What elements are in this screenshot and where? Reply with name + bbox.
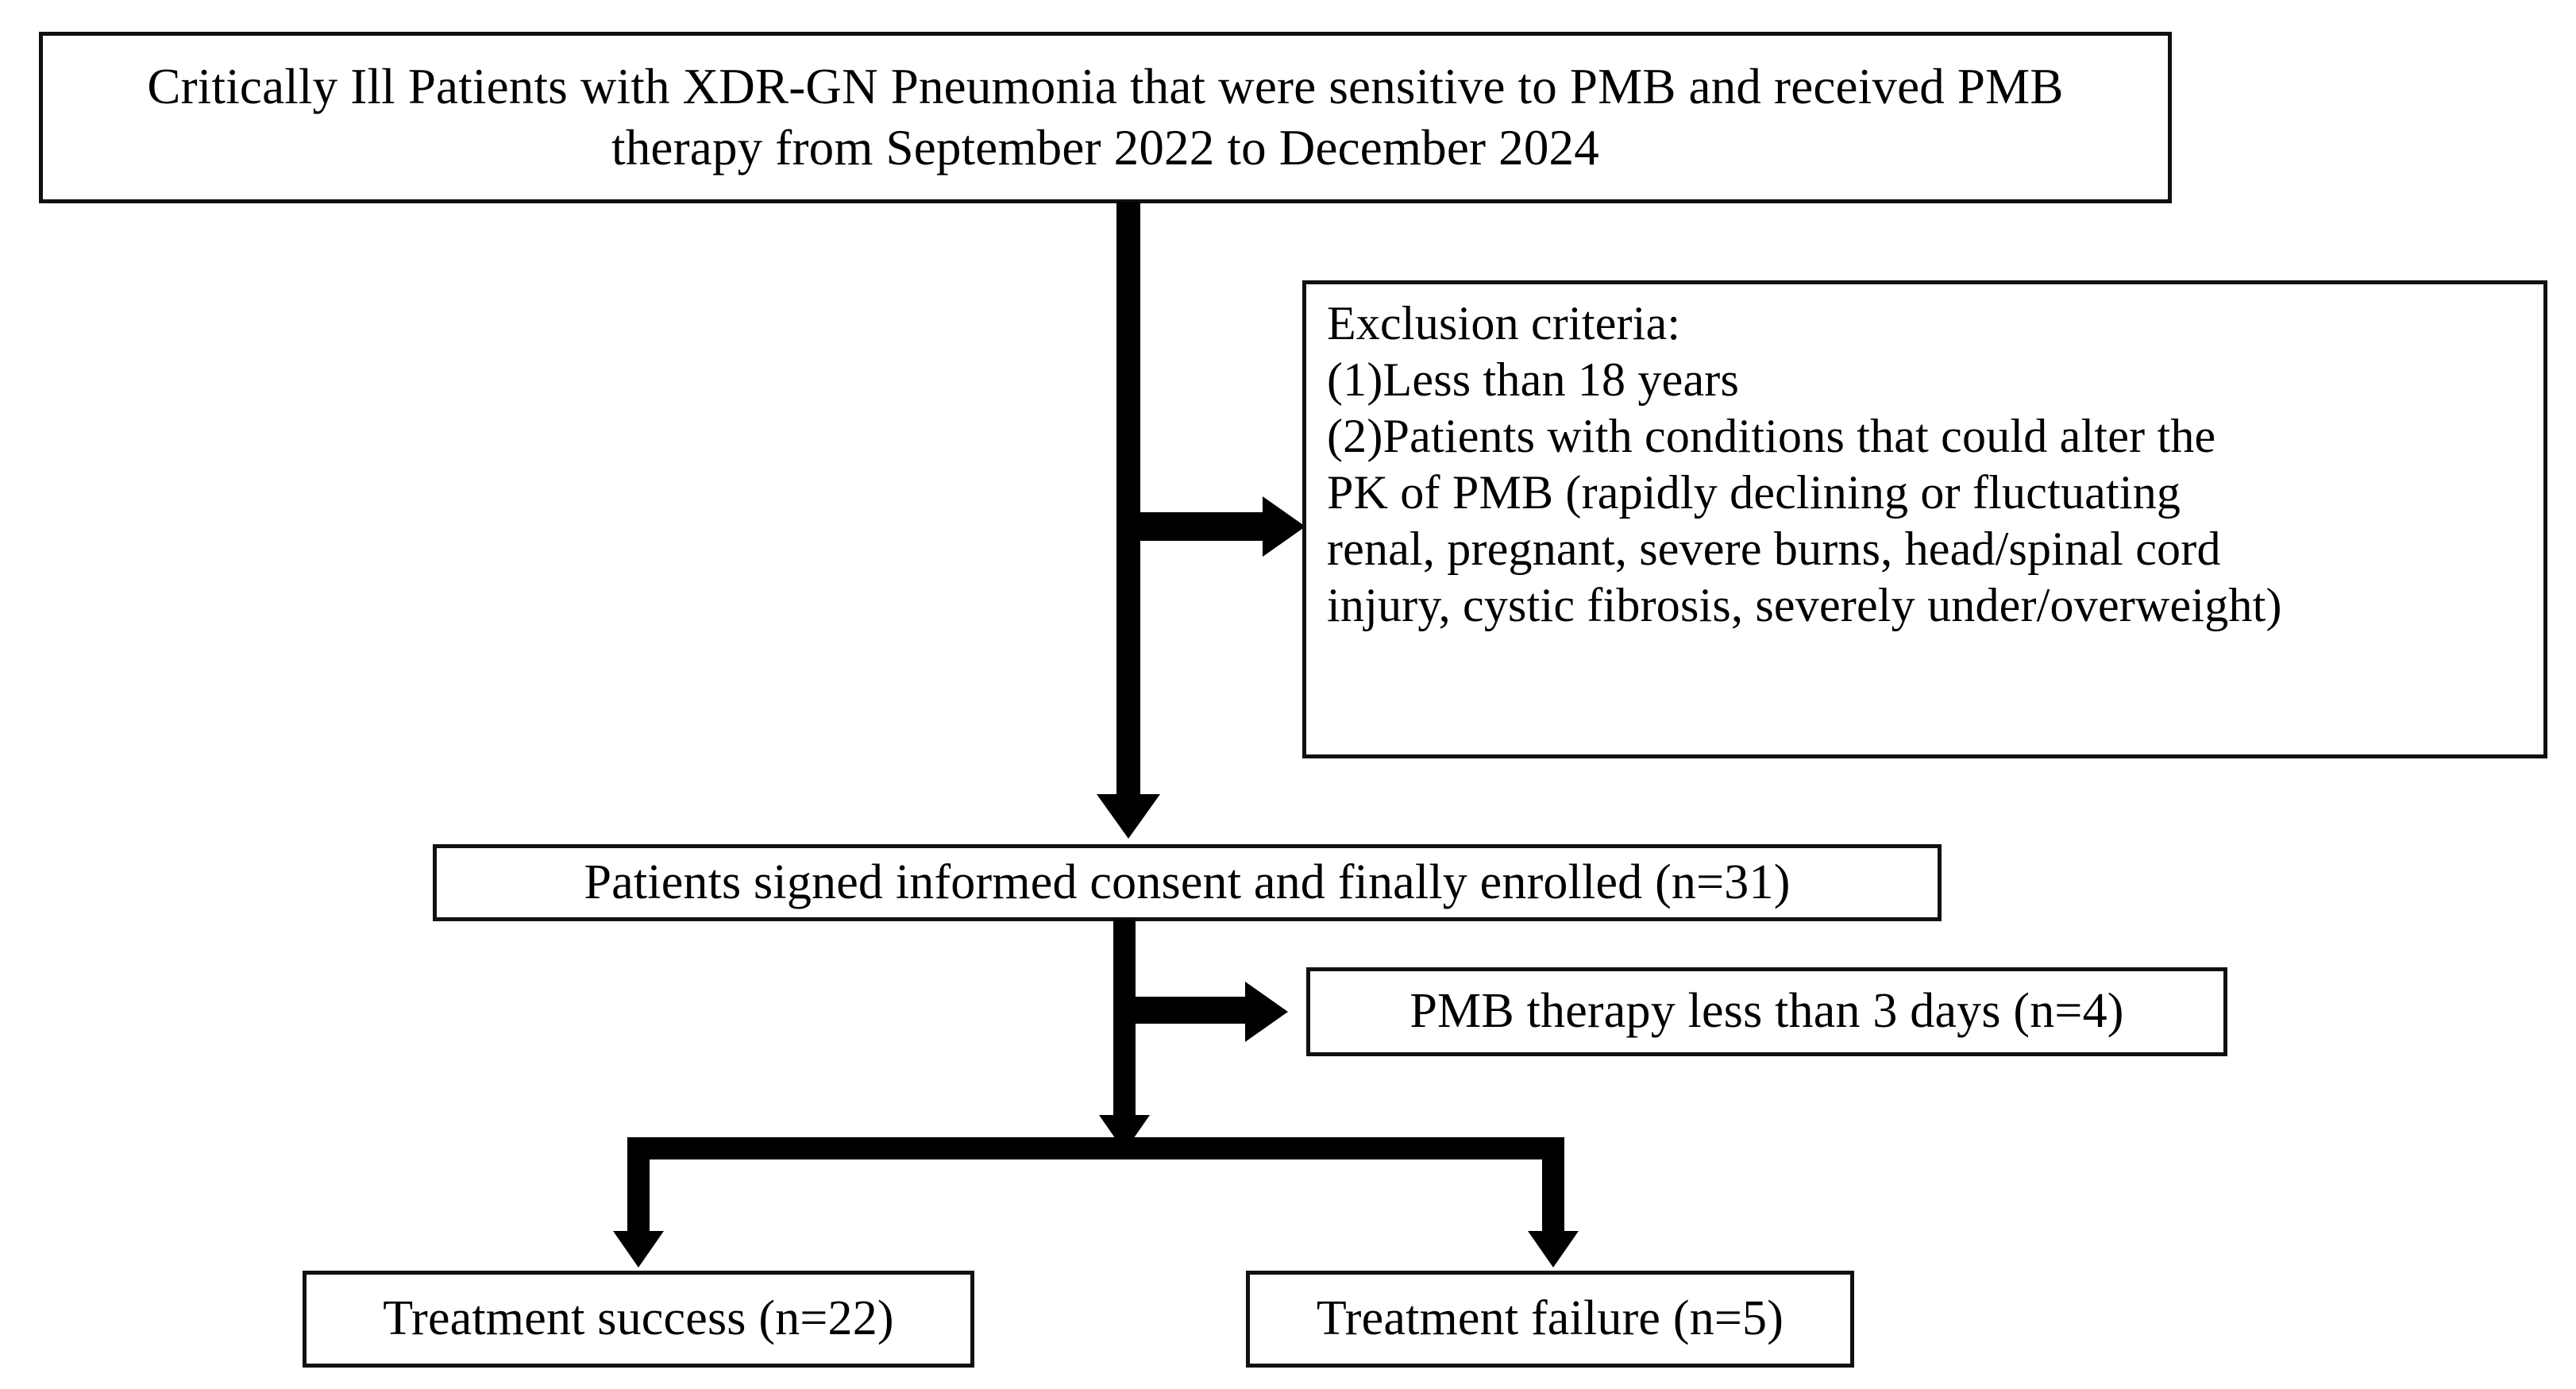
connector-source-to-enrolled-stem bbox=[1116, 202, 1140, 796]
node-short-therapy-excluded: PMB therapy less than 3 days (n=4) bbox=[1306, 967, 2227, 1056]
node-source-population: Critically Ill Patients with XDR-GN Pneu… bbox=[39, 32, 2172, 203]
connector-split-leg-left bbox=[627, 1137, 650, 1236]
arrowhead-down-to-enrolled bbox=[1097, 794, 1160, 839]
arrowhead-right-to-exclusion bbox=[1263, 496, 1305, 557]
arrowhead-right-to-short-therapy bbox=[1245, 982, 1288, 1042]
connector-to-short-therapy-stem bbox=[1136, 997, 1247, 1024]
node-enrolled-patients-label: Patients signed informed consent and fin… bbox=[584, 855, 1791, 909]
node-source-population-label: Critically Ill Patients with XDR-GN Pneu… bbox=[147, 59, 2064, 176]
connector-enrolled-to-split-stem bbox=[1113, 920, 1136, 1131]
node-short-therapy-excluded-label: PMB therapy less than 3 days (n=4) bbox=[1409, 984, 2124, 1039]
arrowhead-down-to-treatment-failure bbox=[1528, 1231, 1579, 1267]
node-exclusion-criteria: Exclusion criteria: (1)Less than 18 year… bbox=[1302, 280, 2547, 758]
node-treatment-failure-label: Treatment failure (n=5) bbox=[1316, 1291, 1784, 1346]
node-enrolled-patients: Patients signed informed consent and fin… bbox=[433, 844, 1942, 921]
node-treatment-success: Treatment success (n=22) bbox=[303, 1271, 974, 1368]
node-exclusion-criteria-label: Exclusion criteria: (1)Less than 18 year… bbox=[1327, 297, 2282, 632]
arrowhead-down-to-treatment-success bbox=[613, 1231, 664, 1267]
connector-to-exclusion-stem bbox=[1140, 512, 1264, 541]
connector-split-bar bbox=[627, 1137, 1564, 1159]
node-treatment-success-label: Treatment success (n=22) bbox=[383, 1291, 894, 1346]
node-treatment-failure: Treatment failure (n=5) bbox=[1246, 1271, 1854, 1368]
connector-split-leg-right bbox=[1542, 1137, 1564, 1236]
